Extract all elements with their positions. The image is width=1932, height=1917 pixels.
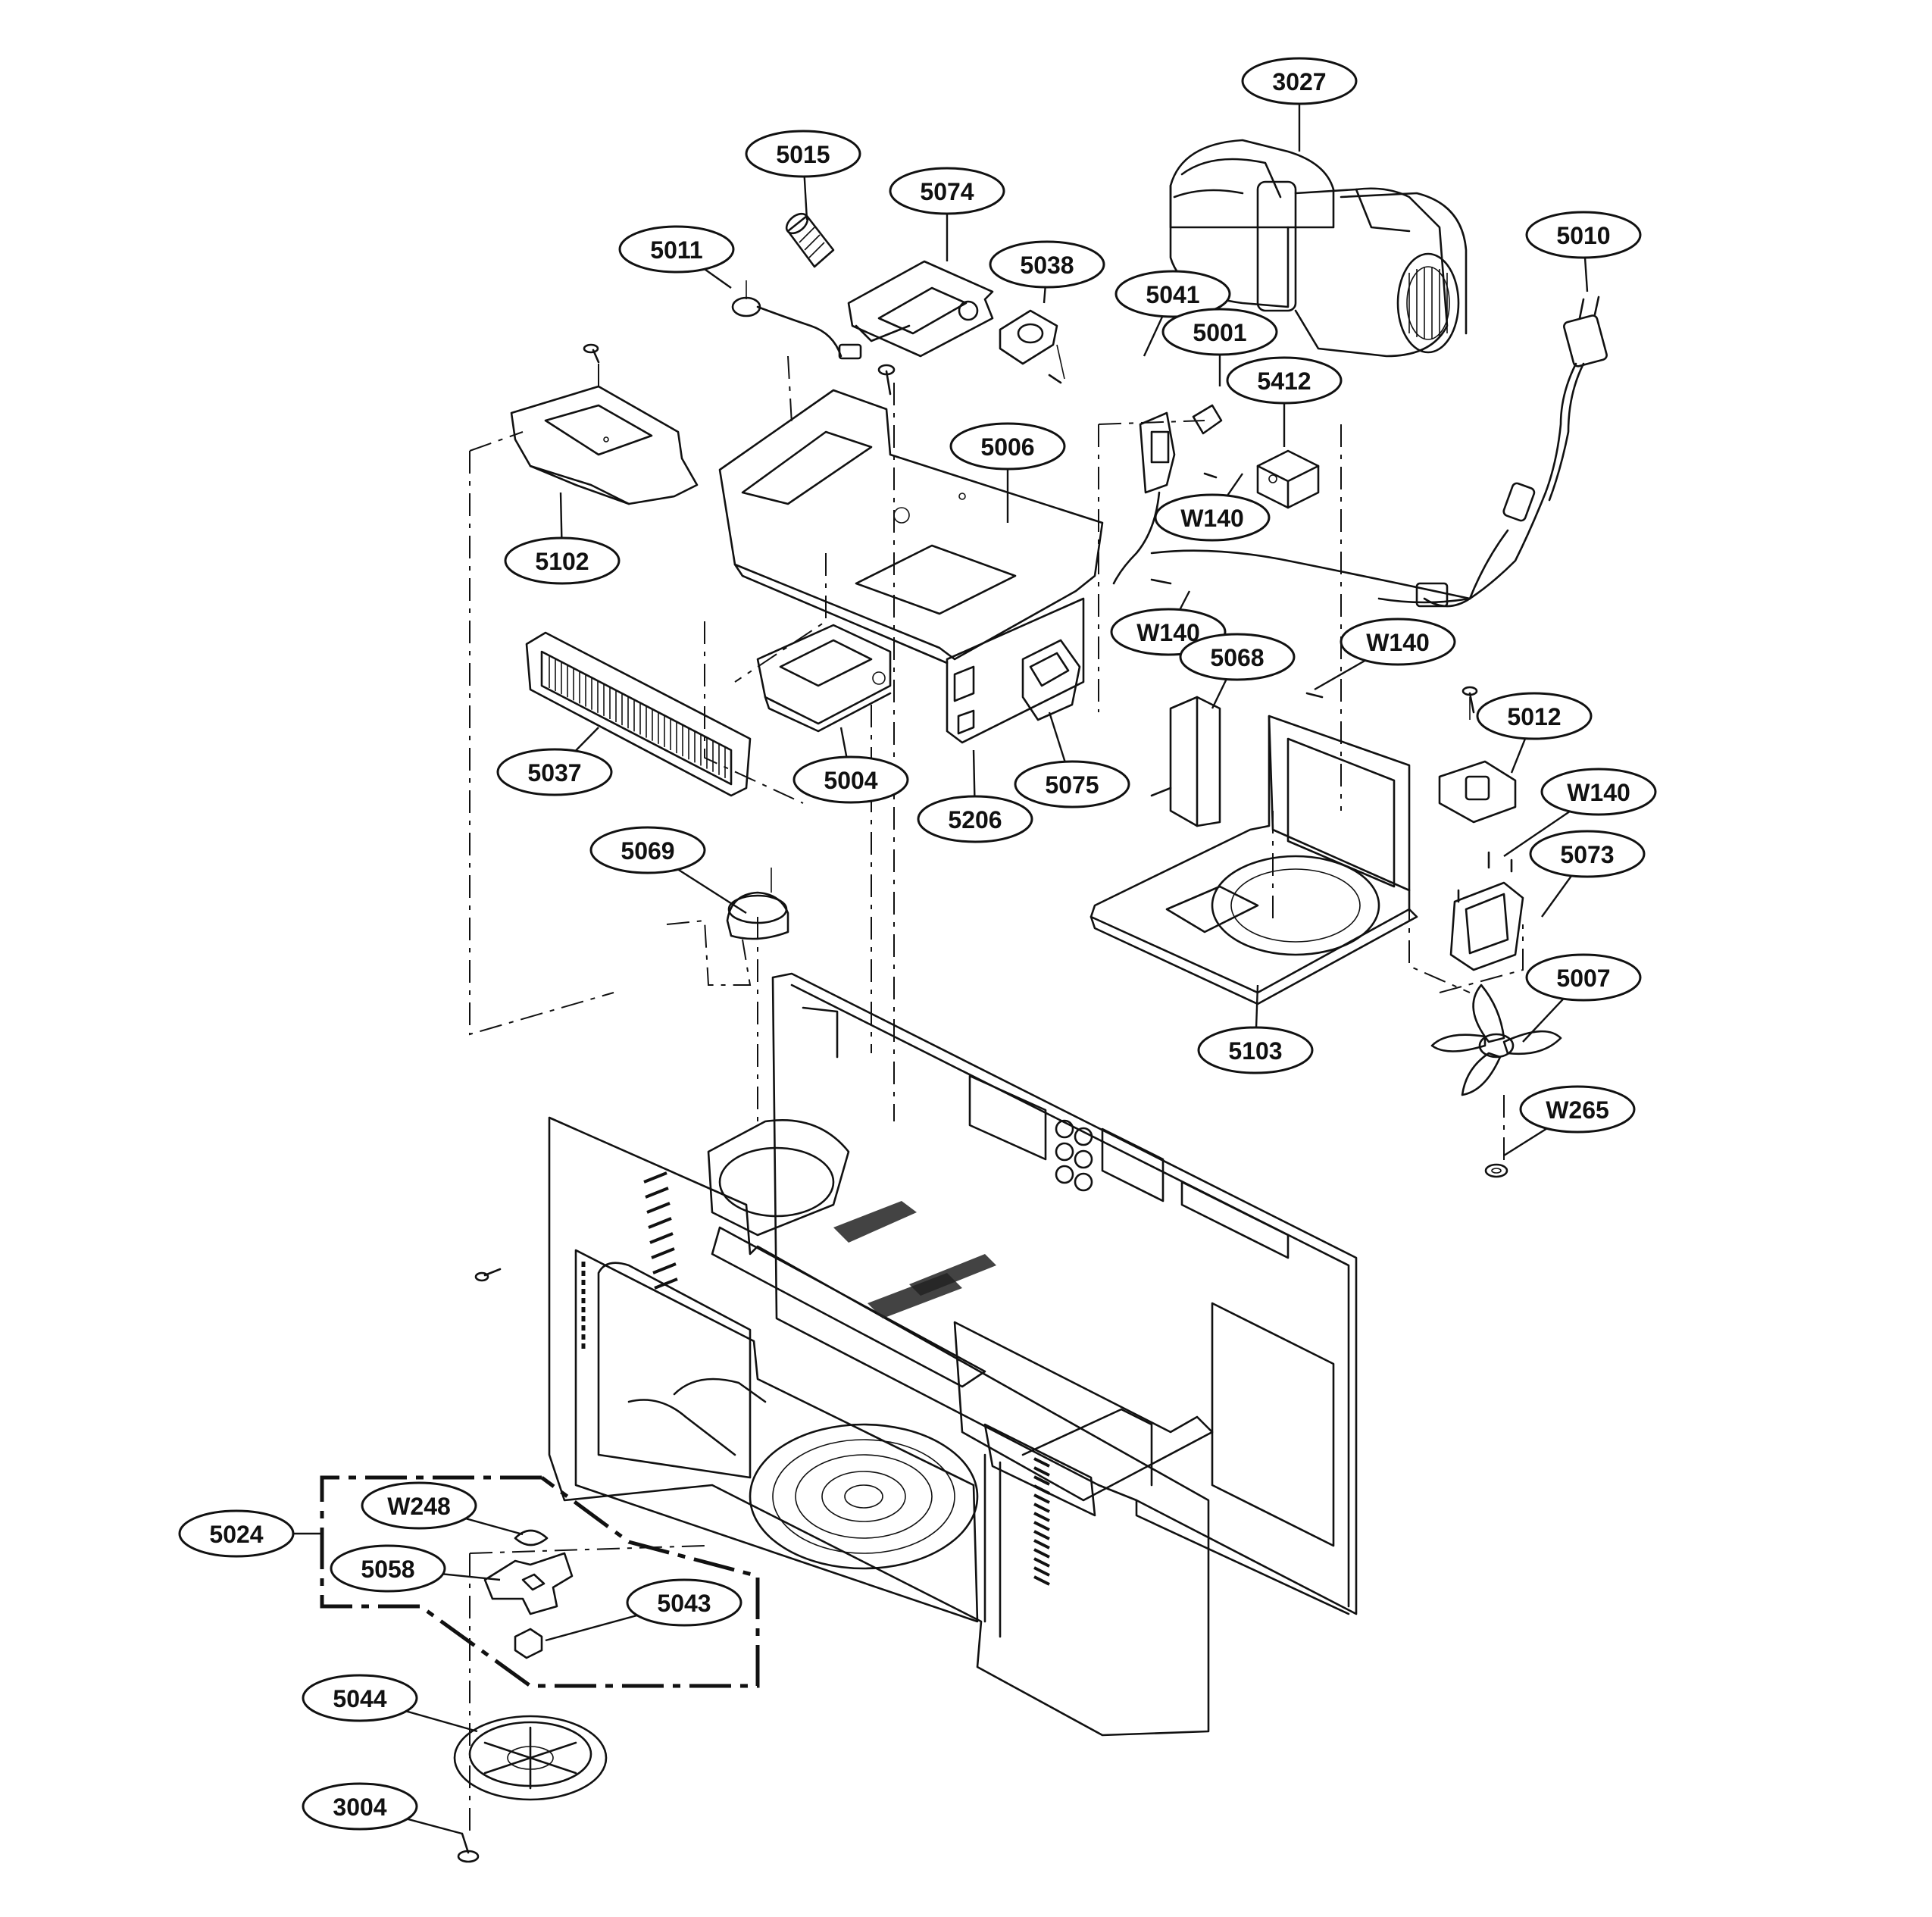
callout-label: 5102: [535, 548, 589, 575]
part-w265: [1484, 1163, 1508, 1178]
callout-5037[interactable]: 5037: [496, 748, 613, 796]
part-5044: [453, 1715, 608, 1801]
callout-5001[interactable]: 5001: [1161, 308, 1278, 356]
part-5001: [1192, 404, 1223, 435]
callout-label: 5041: [1146, 281, 1199, 308]
callout-w140[interactable]: W140: [1540, 768, 1657, 816]
callout-label: W265: [1546, 1096, 1609, 1124]
callout-5069[interactable]: 5069: [589, 826, 706, 874]
callout-w248[interactable]: W248: [361, 1481, 477, 1530]
callout-label: 5068: [1210, 644, 1264, 671]
blower-motor-assembly: [1169, 139, 1468, 358]
callout-label: W140: [1136, 619, 1200, 646]
callout-label: 5074: [920, 178, 974, 205]
callout-label: 5075: [1045, 771, 1099, 799]
callout-5041[interactable]: 5041: [1114, 270, 1231, 318]
screws: [474, 343, 1513, 1282]
callout-5073[interactable]: 5073: [1529, 830, 1646, 878]
callout-label: 3004: [333, 1793, 386, 1821]
callout-5075[interactable]: 5075: [1014, 760, 1130, 808]
power-cord: [1150, 296, 1608, 608]
part-callouts: 3027 5015 5074 5010 5011 5038 5041 5001 5412 5006…: [178, 57, 1657, 1831]
callout-w140[interactable]: W140: [1154, 493, 1271, 542]
callout-label: 5015: [776, 141, 830, 168]
part-5103: [1089, 715, 1418, 1005]
assembly-lines: [469, 355, 1524, 1834]
part-5007-fan-blade: [1430, 984, 1562, 1096]
part-3004: [457, 1832, 480, 1863]
callout-label: W140: [1366, 629, 1430, 656]
callout-5058[interactable]: 5058: [330, 1544, 446, 1593]
callout-label: 5024: [209, 1521, 263, 1548]
callout-5011[interactable]: 5011: [618, 225, 735, 274]
callout-label: 5010: [1556, 222, 1610, 249]
part-5004: [756, 624, 892, 733]
part-5037-filter: [525, 631, 752, 797]
callout-5012[interactable]: 5012: [1476, 692, 1593, 740]
callout-label: 5006: [980, 433, 1034, 461]
callout-5004[interactable]: 5004: [792, 755, 909, 804]
main-cabinet: [548, 972, 1358, 1737]
callout-5006[interactable]: 5006: [949, 422, 1066, 471]
callout-label: 5004: [824, 767, 877, 794]
callout-label: 5037: [527, 759, 581, 787]
callout-label: W140: [1180, 505, 1244, 532]
callout-w140[interactable]: W140: [1340, 618, 1456, 666]
part-w248: [514, 1529, 549, 1546]
callout-5043[interactable]: 5043: [626, 1578, 742, 1627]
callout-5103[interactable]: 5103: [1197, 1026, 1314, 1074]
part-5015: [785, 212, 835, 268]
callout-label: 5412: [1257, 367, 1311, 395]
callout-5015[interactable]: 5015: [745, 130, 861, 178]
callout-label: 5103: [1228, 1037, 1282, 1065]
callout-5068[interactable]: 5068: [1179, 633, 1296, 681]
callout-w265[interactable]: W265: [1519, 1085, 1636, 1134]
vent-hatches: [581, 1171, 1050, 1586]
callout-5007[interactable]: 5007: [1525, 953, 1642, 1002]
callout-label: 5001: [1193, 319, 1246, 346]
callout-label: 5206: [948, 806, 1002, 833]
callout-label: 3027: [1272, 68, 1326, 95]
callout-3027[interactable]: 3027: [1241, 57, 1358, 105]
callout-label: W140: [1567, 779, 1630, 806]
part-5038: [999, 309, 1065, 380]
callout-label: 5038: [1020, 252, 1074, 279]
part-5102: [510, 385, 699, 505]
part-5073: [1449, 881, 1524, 971]
callout-label: 5073: [1560, 841, 1614, 868]
callout-label: 5007: [1556, 965, 1610, 992]
callout-label: 5069: [621, 837, 674, 865]
callout-5044[interactable]: 5044: [302, 1674, 418, 1722]
part-5011: [731, 280, 862, 360]
callout-label: 5011: [650, 236, 702, 264]
part-5068: [1150, 696, 1221, 827]
part-5043: [514, 1628, 543, 1659]
part-5074: [847, 260, 994, 358]
callout-5412[interactable]: 5412: [1226, 356, 1343, 405]
callout-label: W248: [387, 1493, 451, 1520]
part-5041: [1112, 411, 1176, 585]
callout-3004[interactable]: 3004: [302, 1782, 418, 1831]
part-5412: [1256, 449, 1320, 509]
callout-5038[interactable]: 5038: [989, 240, 1105, 289]
callout-label: 5012: [1507, 703, 1561, 730]
callout-5102[interactable]: 5102: [504, 536, 621, 585]
callout-5206[interactable]: 5206: [917, 795, 1033, 843]
part-5206: [946, 597, 1085, 744]
callout-5010[interactable]: 5010: [1525, 211, 1642, 259]
callout-5074[interactable]: 5074: [889, 167, 1005, 215]
callout-label: 5044: [333, 1685, 386, 1712]
callout-label: 5043: [657, 1590, 711, 1617]
part-5058: [483, 1552, 574, 1615]
callout-5024[interactable]: 5024: [178, 1509, 295, 1558]
callout-label: 5058: [361, 1556, 414, 1583]
part-5006: [718, 389, 1104, 665]
part-5075: [1021, 639, 1081, 721]
part-5012: [1438, 697, 1517, 824]
